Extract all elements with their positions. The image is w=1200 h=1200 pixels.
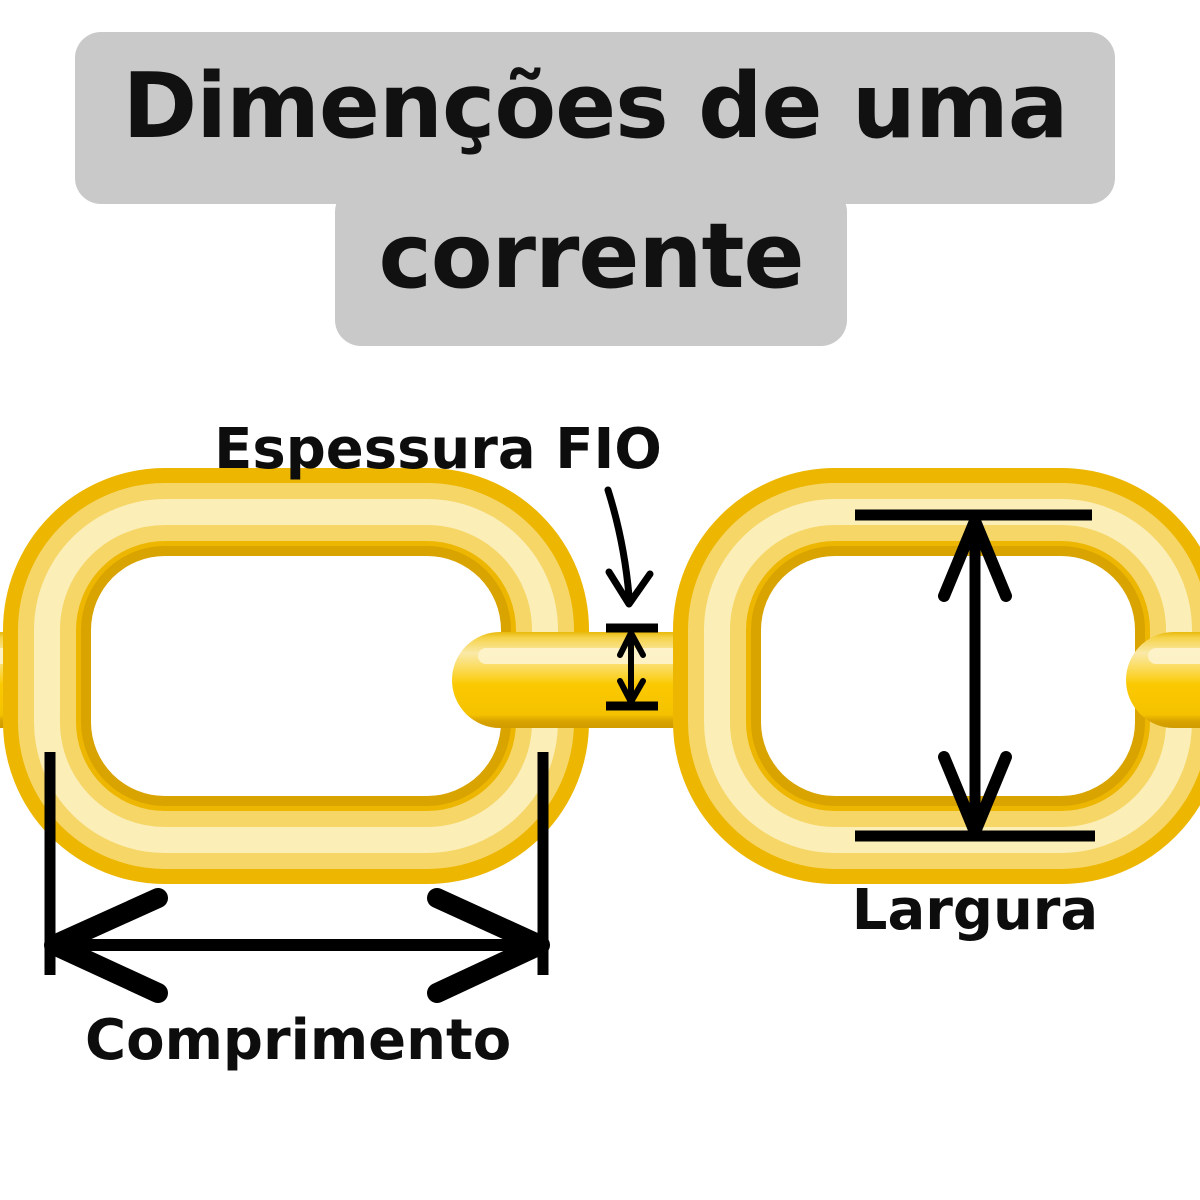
- espessura-leader-arrow: [604, 486, 654, 608]
- label-largura: Largura: [851, 878, 1099, 943]
- largura-dimension: [855, 509, 1095, 842]
- chain-link-right: [673, 468, 1200, 884]
- label-comprimento: Comprimento: [85, 1008, 512, 1073]
- label-espessura-fio: Espessura FIO: [214, 417, 662, 482]
- espessura-measure: [606, 623, 658, 711]
- comprimento-dimension: [44, 752, 550, 1003]
- connector-bar-right: [1126, 632, 1200, 728]
